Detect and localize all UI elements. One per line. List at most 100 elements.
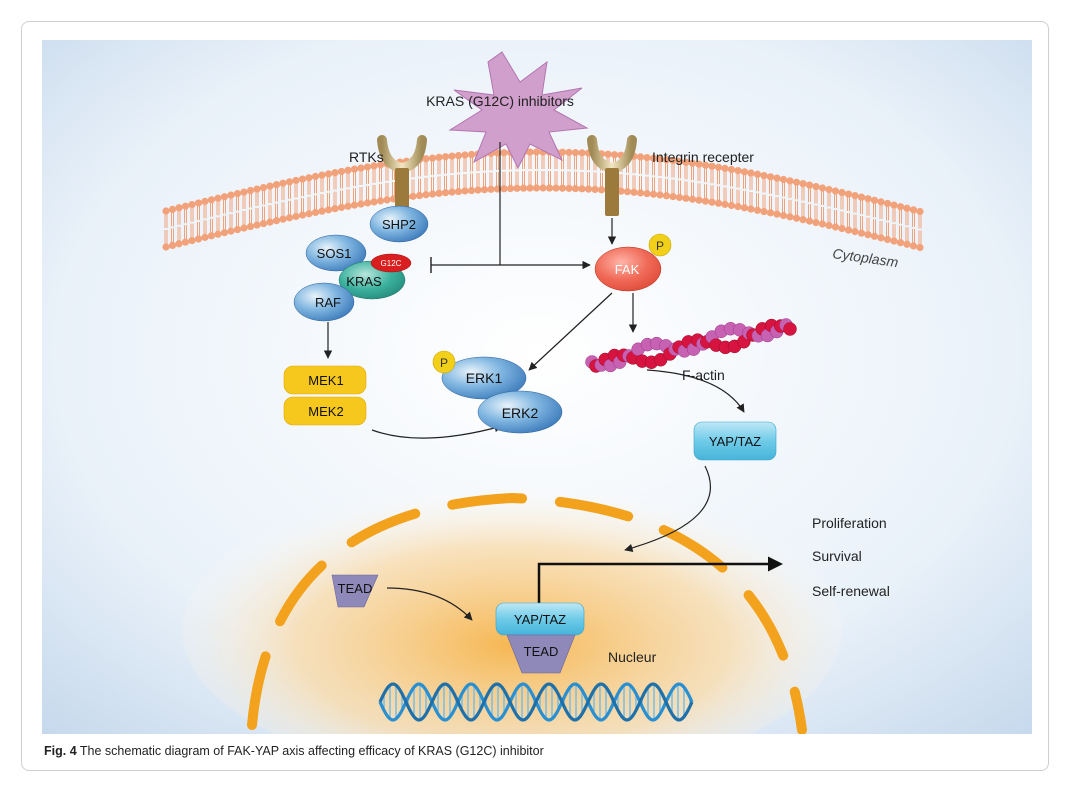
g12c-mutation-badge — [370, 253, 412, 273]
lipid-head — [779, 175, 788, 184]
lipid-head — [448, 152, 456, 160]
lipid-head — [539, 184, 547, 192]
lipid-head — [571, 184, 580, 193]
yaptaz-cytoplasmic-box — [693, 421, 777, 461]
lipid-head — [591, 185, 599, 194]
lipid-head — [513, 184, 521, 192]
lipid-head — [461, 151, 469, 159]
lipid-head — [266, 182, 274, 190]
lipid-head — [877, 234, 885, 242]
shp2-label: SHP2 — [382, 217, 416, 232]
lipid-head — [565, 148, 573, 156]
lipid-head — [337, 203, 346, 212]
lipid-head — [298, 211, 307, 219]
lipid-head — [838, 188, 846, 197]
lipid-head — [311, 208, 320, 217]
lipid-head — [857, 193, 866, 201]
lipid-head — [701, 161, 710, 169]
fak-protein — [594, 246, 662, 292]
erk2-label: ERK2 — [502, 405, 539, 421]
lipid-head — [474, 186, 482, 194]
raf-protein — [293, 282, 355, 322]
lipid-head — [786, 177, 794, 185]
lipid-head — [747, 205, 755, 213]
lipid-head — [500, 149, 508, 157]
lipid-head — [318, 207, 326, 215]
lipid-head — [545, 184, 554, 192]
rtks-label: RTKs — [349, 149, 384, 165]
lipid-head — [682, 158, 690, 166]
lipid-head — [656, 155, 664, 163]
lipid-head — [506, 184, 515, 193]
lipid-head — [467, 186, 476, 195]
erk1-label: ERK1 — [466, 370, 503, 386]
kras-label: KRAS — [346, 274, 382, 289]
tead-free-label: TEAD — [338, 581, 373, 596]
lipid-head — [207, 196, 216, 204]
lipid-head — [162, 243, 170, 251]
lipid-head — [240, 188, 248, 196]
lipid-head — [870, 232, 879, 240]
lipid-head — [675, 157, 684, 166]
transcription-output-arrow — [537, 556, 783, 608]
lipid-head — [220, 193, 229, 201]
nuclear-envelope — [247, 492, 807, 735]
lipid-head — [857, 229, 866, 237]
lipid-head — [467, 150, 476, 159]
lipid-head — [578, 149, 586, 157]
lipid-head — [207, 232, 216, 240]
lipid-head — [844, 190, 853, 198]
lipid-head — [441, 189, 450, 197]
lipid-head — [695, 160, 703, 168]
lipid-head — [805, 217, 814, 225]
lipid-head — [181, 238, 190, 246]
lipid-head — [363, 199, 372, 207]
lipid-head — [864, 231, 872, 239]
lipid-head — [253, 221, 261, 229]
lipid-head — [461, 187, 469, 195]
shp2-protein — [369, 205, 429, 243]
lipid-head — [493, 185, 502, 193]
lipid-head — [669, 156, 677, 165]
diagram-panel: KRAS (G12C) inhibitors RTKs Integrin rec… — [42, 40, 1032, 780]
lipid-head — [181, 202, 190, 210]
lipid-head — [188, 236, 196, 245]
lipid-head — [708, 198, 716, 206]
mek2-box — [283, 396, 367, 426]
rtk-receptor — [377, 135, 427, 216]
lipid-head — [688, 159, 697, 167]
lipid-head — [363, 163, 372, 171]
lipid-head — [864, 195, 872, 203]
g12c-label: G12C — [381, 259, 402, 268]
survival-label: Survival — [812, 548, 862, 564]
lipid-head — [324, 170, 333, 178]
lipid-head — [409, 192, 417, 200]
fak-phospho-label: P — [656, 239, 664, 253]
lipid-head — [630, 188, 638, 196]
lipid-head — [441, 153, 450, 161]
lipid-head — [909, 242, 918, 250]
lipid-head — [916, 207, 924, 216]
lipid-head — [844, 226, 853, 234]
lipid-head — [532, 184, 541, 192]
lipid-head — [175, 204, 183, 212]
lipid-head — [656, 191, 664, 199]
lipid-head — [903, 240, 911, 248]
lipid-head — [708, 162, 716, 170]
lipid-head — [916, 243, 924, 252]
lipid-head — [753, 170, 762, 178]
lipid-head — [740, 204, 749, 212]
lipid-head — [825, 185, 833, 194]
lipid-head — [292, 176, 300, 185]
lipid-head — [662, 156, 671, 164]
lipid-head — [812, 218, 820, 227]
tead-bound-shape — [506, 634, 576, 674]
lipid-head — [760, 171, 768, 180]
lipid-head — [370, 162, 378, 170]
lipid-head — [623, 188, 632, 196]
lipid-head — [721, 200, 729, 208]
lipid-head — [649, 190, 658, 198]
lipid-head — [526, 184, 534, 192]
lipid-head — [649, 154, 658, 162]
lipid-head — [565, 184, 573, 192]
